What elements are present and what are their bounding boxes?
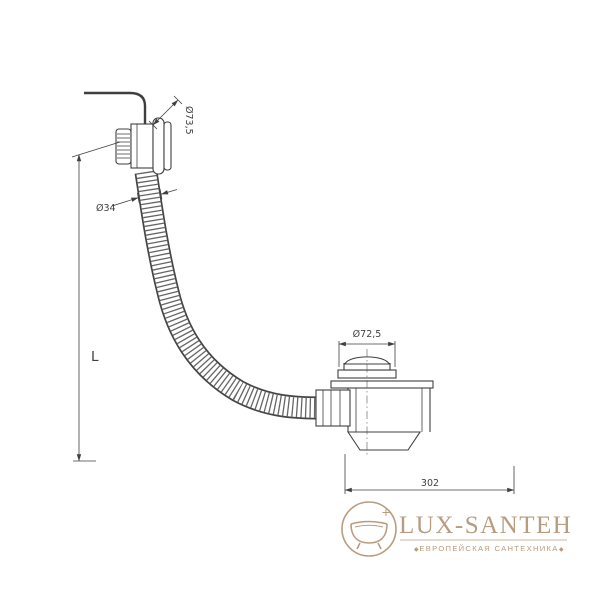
dim-label-flange-diameter: Ø73,5	[183, 106, 194, 135]
dim-label-hose-diameter: Ø34	[96, 203, 116, 214]
diamond-ornament-right: ◆	[559, 546, 564, 553]
dim-plug-diameter	[338, 341, 396, 367]
pull-rod	[84, 91, 147, 126]
dim-hose-length	[71, 141, 121, 462]
overflow-flange-plate	[163, 121, 172, 171]
dim-label-outlet-projection: 302	[421, 478, 439, 489]
tee-body-cup	[346, 431, 422, 451]
overflow-fitting	[115, 117, 172, 175]
diamond-ornament-left: ◆	[414, 546, 419, 553]
hose-corrugation	[136, 170, 321, 418]
dim-label-plug-diameter: Ø72,5	[353, 329, 382, 340]
brand-name: LUX-SANTEH	[399, 512, 572, 539]
bathtub-icon	[341, 501, 397, 557]
dim-label-hose-length: L	[91, 349, 99, 365]
watermark-logo: LUX-SANTEH ◆ ЕВРОПЕЙСКАЯ САНТЕХНИКА ◆	[341, 501, 572, 557]
hose-nut	[315, 389, 351, 427]
tee-top-plate	[330, 380, 434, 389]
dim-flange-diameter	[148, 95, 183, 130]
dim-hose-diameter	[111, 189, 178, 207]
flexible-hose	[134, 170, 321, 420]
drain-assembly	[315, 349, 434, 456]
brand-tagline: ЕВРОПЕЙСКАЯ САНТЕХНИКА	[419, 544, 558, 553]
dim-outlet-projection	[344, 454, 515, 494]
overflow-body	[130, 123, 154, 169]
sparkle-icon	[382, 509, 390, 516]
